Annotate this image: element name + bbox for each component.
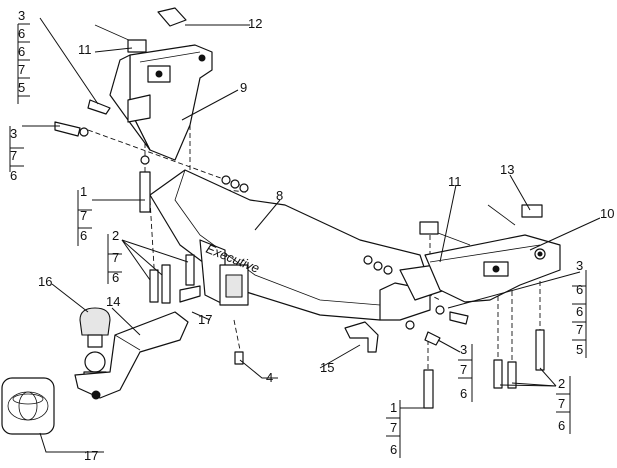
single-callouts: 4 8 9 10 11 11 12 13 14 15 16 17 17 [38, 16, 614, 463]
callout-label: 6 [80, 228, 87, 243]
callout-3-mid: 3 7 6 [460, 342, 467, 401]
callout-label: 7 [10, 148, 17, 163]
callout-label: 3 [576, 258, 583, 273]
callout-label: 1 [390, 400, 397, 415]
callout-label: 6 [18, 26, 25, 41]
callout-label: 6 [18, 44, 25, 59]
callout-label: 7 [18, 62, 25, 77]
clip-17 [179, 285, 201, 303]
callout-3-top: 3 6 6 7 5 [18, 8, 25, 95]
callout-label: 7 [576, 322, 583, 337]
callout-9: 9 [240, 80, 247, 95]
pin-15 [344, 321, 379, 353]
callout-label: 7 [460, 362, 467, 377]
callout-label: 6 [390, 442, 397, 457]
callout-label: 7 [390, 420, 397, 435]
callout-8: 8 [276, 188, 283, 203]
callout-label: 5 [576, 342, 583, 357]
callout-label: 7 [80, 208, 87, 223]
callout-label: 7 [112, 250, 119, 265]
callout-label: 6 [460, 386, 467, 401]
callout-16: 16 [38, 274, 52, 289]
callout-11-right: 11 [448, 174, 462, 189]
callout-2-right: 2 7 6 [558, 376, 565, 433]
callout-14: 14 [106, 294, 120, 309]
tow-ball [79, 307, 111, 379]
callout-label: 6 [558, 418, 565, 433]
callout-label: 7 [558, 396, 565, 411]
right-bracket [424, 234, 561, 303]
callout-4: 4 [266, 370, 273, 385]
callout-1-left: 1 7 6 [80, 184, 87, 243]
callout-17-plate: 17 [84, 448, 98, 463]
callout-label: 2 [112, 228, 119, 243]
fasteners [54, 7, 545, 409]
callout-11-left: 11 [78, 42, 92, 57]
callout-17-clip: 17 [198, 312, 212, 327]
callout-label: 5 [18, 80, 25, 95]
callout-10: 10 [600, 206, 614, 221]
callout-12: 12 [248, 16, 262, 31]
left-bracket [109, 44, 213, 161]
callout-label: 6 [576, 282, 583, 297]
callout-15: 15 [320, 360, 334, 375]
callout-1-right: 1 7 6 [390, 400, 397, 457]
ball-mount [74, 311, 189, 400]
main-crossbar: Executive [149, 169, 446, 321]
callout-13: 13 [500, 162, 514, 177]
callout-label: 6 [112, 270, 119, 285]
callout-label: 1 [80, 184, 87, 199]
callout-3-left: 3 7 6 [10, 126, 17, 183]
callout-3-right: 3 6 6 7 5 [576, 258, 583, 357]
leader-lines [9, 17, 601, 458]
callout-label: 6 [10, 168, 17, 183]
callout-label: 3 [18, 8, 25, 23]
callout-label: 3 [10, 126, 17, 141]
callout-label: 3 [460, 342, 467, 357]
logo-plate [1, 377, 55, 435]
callout-label: 6 [576, 304, 583, 319]
callout-label: 2 [558, 376, 565, 391]
callout-2-left: 2 7 6 [112, 228, 119, 285]
